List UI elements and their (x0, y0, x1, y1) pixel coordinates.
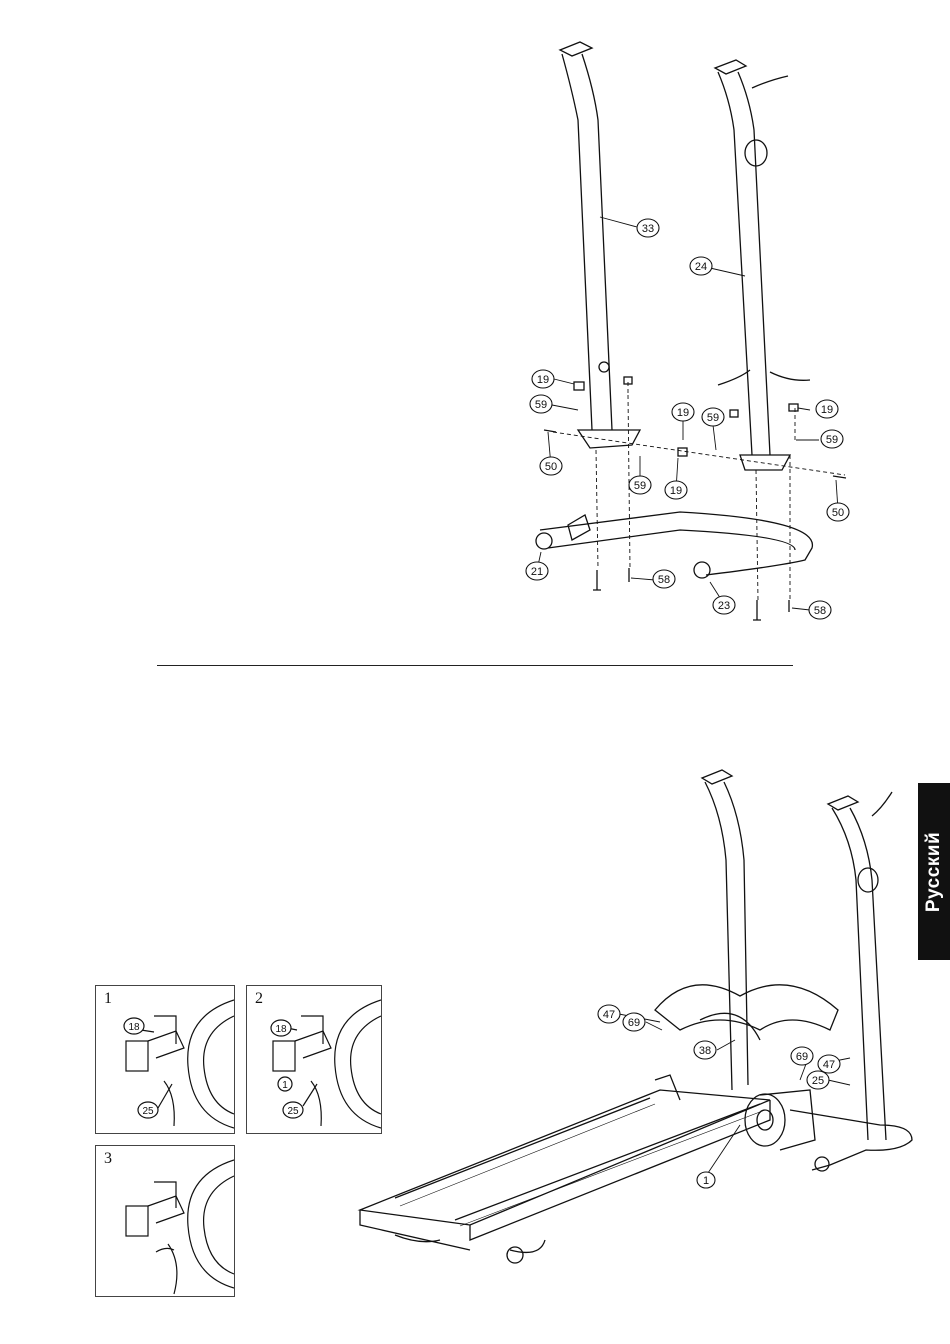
callout-50: 50 (545, 461, 557, 473)
callout-58: 58 (814, 605, 826, 617)
callout-50: 50 (832, 507, 844, 519)
callout-25: 25 (812, 1075, 824, 1087)
callout-33: 33 (642, 223, 654, 235)
inset-3-drawing (96, 1146, 234, 1296)
callout-25: 25 (142, 1106, 154, 1117)
callout-59: 59 (634, 480, 646, 492)
callout-24: 24 (695, 261, 707, 273)
treadmill-assembly-diagram: 47 69 38 69 47 25 1 (340, 760, 920, 1300)
callout-18: 18 (275, 1024, 287, 1035)
callout-47: 47 (603, 1009, 615, 1021)
callout-25: 25 (287, 1106, 299, 1117)
callout-69: 69 (628, 1017, 640, 1029)
callout-19: 19 (670, 485, 682, 497)
callout-19: 19 (537, 374, 549, 386)
inset-1-drawing: 18 25 (96, 986, 234, 1133)
callout-59: 59 (826, 434, 838, 446)
upright-assembly-diagram: 33 24 19 59 50 59 19 19 59 19 59 50 21 5… (0, 0, 950, 660)
callout-18: 18 (128, 1022, 140, 1033)
callout-47: 47 (823, 1059, 835, 1071)
inset-step-3: 3 (95, 1145, 235, 1297)
callout-1: 1 (703, 1175, 709, 1187)
callout-21: 21 (531, 566, 543, 578)
callout-19: 19 (677, 407, 689, 419)
callout-19: 19 (821, 404, 833, 416)
language-tab-label: Русский (923, 831, 945, 911)
callout-69: 69 (796, 1051, 808, 1063)
callout-59: 59 (535, 399, 547, 411)
callout-58: 58 (658, 574, 670, 586)
callout-59: 59 (707, 412, 719, 424)
language-tab: Русский (918, 783, 950, 960)
section-divider (157, 665, 793, 666)
callout-1: 1 (282, 1080, 288, 1091)
inset-step-1: 1 18 25 (95, 985, 235, 1134)
callout-23: 23 (718, 600, 730, 612)
callout-38: 38 (699, 1045, 711, 1057)
